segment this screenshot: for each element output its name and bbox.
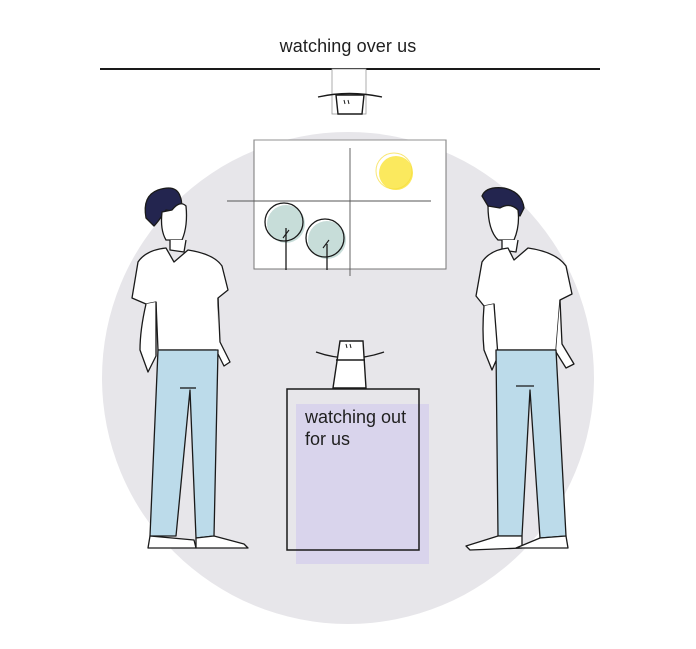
caption-line-2: for us [305,429,351,449]
left-person [131,187,249,549]
right-person [465,187,575,551]
caption-watching-over-us: watching over us [279,36,417,56]
pedestal-highlight [296,404,429,564]
ceiling-camera-icon [317,68,383,115]
window-picture [227,139,447,276]
face [160,203,188,241]
hair [144,187,183,227]
desk-camera-icon [315,340,385,389]
face [487,204,520,241]
pedestal-box [286,388,420,551]
tree-icon [264,202,305,270]
caption-watching-out-for-us: watching out for us [305,406,423,450]
caption-line-1: watching out [305,407,407,427]
tree-icon [305,218,346,270]
sun-icon [379,156,413,190]
